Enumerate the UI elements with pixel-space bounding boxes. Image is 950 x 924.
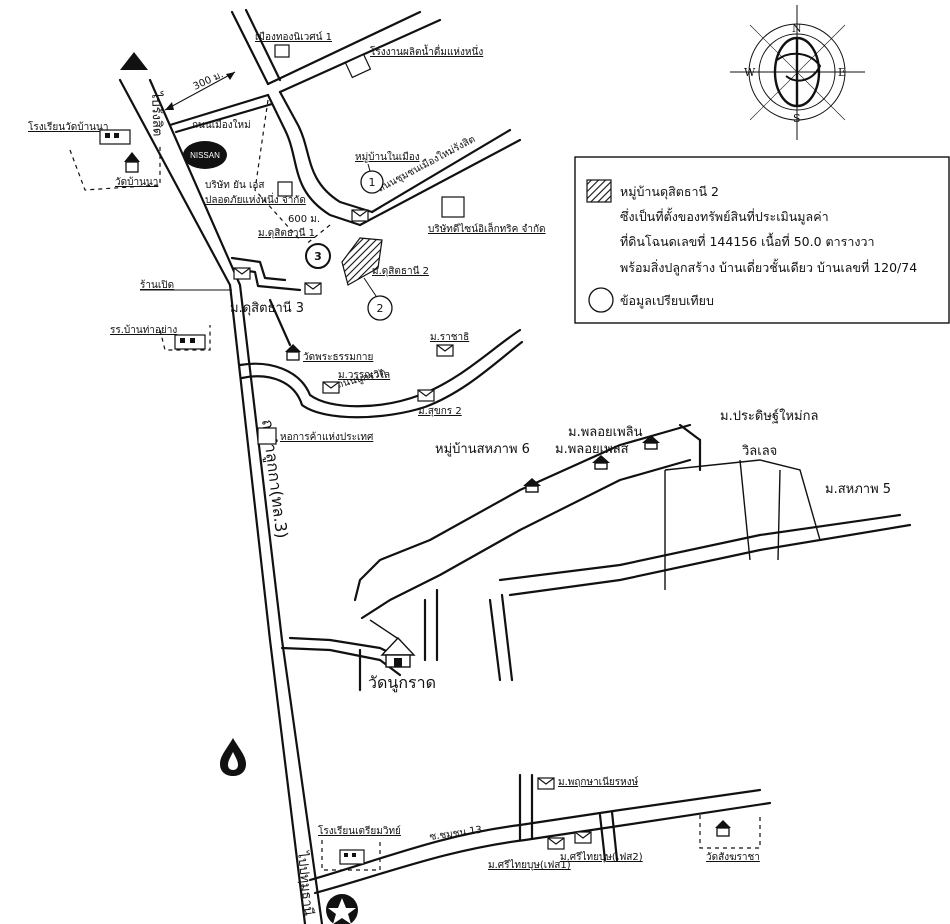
place-temple-hanot: วัดนูกราด bbox=[368, 673, 436, 693]
legend-box: หมู่บ้านดุสิตธานี 2 ซึ่งเป็นที่ตั้งของทร… bbox=[574, 156, 950, 324]
place-temple-bottom: วัดสังฆราชา bbox=[706, 852, 760, 863]
north-arrow-road bbox=[120, 52, 148, 70]
road-label-inner: ถนนเมืองใหม่ bbox=[192, 119, 251, 131]
roads-middle bbox=[230, 256, 524, 419]
roads-bottom bbox=[308, 773, 772, 895]
company2-icon bbox=[441, 196, 465, 218]
envelope-icon bbox=[547, 837, 565, 850]
place-m-rachi: ม.ราชาธิ bbox=[430, 332, 469, 343]
envelope-icon bbox=[417, 389, 435, 402]
school-tha-icon bbox=[159, 325, 211, 351]
envelope-icon bbox=[304, 282, 322, 295]
market-icon bbox=[257, 427, 277, 445]
place-village-label: หมู่บ้านในเมือง bbox=[355, 151, 420, 163]
marker-2[interactable]: 2 bbox=[363, 277, 393, 321]
road-label-rangsit: ไปรังสิต bbox=[148, 91, 166, 137]
place-village-sahapap6: หมู่บ้านสหภาพ 6 bbox=[435, 442, 530, 457]
envelope-icon bbox=[351, 209, 369, 222]
place-m-sri1: ม.ศรีไทยบุษ(เฟส1) bbox=[488, 859, 571, 871]
legend-line3: ที่ดินโฉนดเลขที่ 144156 เนื้อที่ 50.0 ตา… bbox=[620, 232, 875, 249]
place-school-top: โรงเรียนวัดบ้านนา bbox=[28, 120, 108, 133]
marker-2-label: 2 bbox=[377, 302, 384, 315]
temple-bannana-icon bbox=[124, 152, 140, 173]
temple-hanot-icon bbox=[380, 636, 416, 668]
envelope-icon bbox=[537, 777, 555, 790]
highway-lamlukka bbox=[118, 78, 324, 924]
marker-3-label: 3 bbox=[314, 250, 322, 263]
place-factory-top: โรงงานผลิตน้ำดื่มแห่งหนึ่ง bbox=[370, 44, 483, 58]
roads-southeast bbox=[280, 423, 912, 692]
building-top-icon bbox=[274, 44, 290, 58]
place-m-prueksa: ม.พฤกษาเนียรหงษ์ bbox=[558, 776, 639, 788]
legend-circle-swatch bbox=[588, 287, 614, 313]
school-bottom-icon bbox=[321, 840, 381, 871]
place-temple-bannana: วัดบ้านนา bbox=[115, 176, 158, 188]
nissan-logo: NISSAN bbox=[183, 141, 227, 169]
place-company2: บริษัทดีไซน์อิเล็กทริค จำกัด bbox=[428, 221, 546, 235]
distance-300: 300 ม. bbox=[164, 69, 236, 111]
distance-300-label: 300 ม. bbox=[192, 69, 226, 93]
place-m-dusit1: ม.ดุสิตธานี 1 bbox=[258, 227, 315, 239]
company1-icon bbox=[277, 181, 293, 197]
legend-line2: ซึ่งเป็นที่ตั้งของทรัพย์สินที่ประเมินมูล… bbox=[620, 207, 829, 225]
place-m-ploy1: ม.พลอยเพลิน bbox=[568, 425, 643, 440]
place-school-tha: รร.บ้านท่าอย่าง bbox=[110, 324, 177, 336]
compass-n: N bbox=[792, 22, 802, 35]
subject-property[interactable] bbox=[341, 237, 383, 286]
road-label-soi13: ซ.ชุมชน 13 bbox=[429, 825, 483, 843]
place-m-sahapap5: ม.สหภาพ 5 bbox=[825, 482, 891, 497]
place-temple-mid: วัดพระธรรมกาย bbox=[303, 352, 373, 363]
envelope-icon bbox=[233, 267, 251, 280]
place-company1: บริษัท ยัน เอส bbox=[205, 180, 264, 191]
legend-line4: พร้อมสิ่งปลูกสร้าง บ้านเดี่ยวชั้นเดียว บ… bbox=[620, 258, 917, 276]
legend-line1: หมู่บ้านดุสิตธานี 2 bbox=[620, 184, 719, 200]
place-m-pradit: ม.ประดิษฐ์ใหม่กล bbox=[720, 408, 818, 424]
road-label-pathum: ไปปทุมธานี bbox=[294, 850, 317, 917]
marker-1[interactable]: 1 bbox=[360, 163, 384, 194]
place-shop: ร้านเปิด bbox=[140, 279, 174, 291]
envelope-icon bbox=[436, 344, 454, 357]
house-icon bbox=[522, 477, 542, 493]
legend-line5: ข้อมูลเปรียบเทียบ bbox=[620, 293, 714, 309]
envelope-icon bbox=[574, 831, 592, 844]
gas-station-icon bbox=[220, 738, 246, 776]
emblem-icon bbox=[326, 894, 358, 924]
place-m-ploy2: ม.พลอยเพลส bbox=[555, 442, 629, 457]
temple-mid-icon bbox=[285, 344, 301, 361]
place-m-sukhon: ม.สุขกร 2 bbox=[418, 406, 462, 417]
school-top-icon bbox=[69, 129, 161, 191]
place-village-lbl: วิลเลจ bbox=[741, 444, 777, 459]
marker-1-label: 1 bbox=[369, 176, 376, 189]
distance-600-label: 600 ม. bbox=[288, 214, 320, 225]
envelope-icon bbox=[322, 381, 340, 394]
place-m-sri2: ม.ศรีไทยบุษ(เฟส2) bbox=[560, 851, 643, 863]
place-market: หอการค้าแห่งประเทศ bbox=[280, 431, 374, 443]
compass-e: E bbox=[838, 66, 846, 79]
nissan-logo-text: NISSAN bbox=[190, 151, 220, 160]
roads-top bbox=[168, 8, 522, 246]
factory-top-icon bbox=[344, 53, 372, 79]
road-label-soi: ถนนชุมชนเมืองใหม่รังสิต bbox=[376, 133, 477, 195]
place-m-dusit2: ม.ดุสิตธานี 2 bbox=[372, 265, 429, 277]
place-school-bottom: โรงเรียนเตรียมวิทย์ bbox=[318, 824, 401, 837]
temple-bottom-icon bbox=[699, 815, 761, 849]
compass-rose: N S E W bbox=[730, 5, 865, 140]
compass-s: S bbox=[793, 112, 801, 125]
marker-3[interactable]: 3 bbox=[305, 243, 331, 269]
legend-hatch-swatch bbox=[586, 179, 612, 203]
place-m-wanna: ม.วรรณวิไล bbox=[338, 369, 390, 381]
compass-w: W bbox=[744, 66, 756, 79]
place-building-top: เมืองทองนิเวศน์ 1 bbox=[255, 31, 332, 43]
place-m-dusit3: ม.ดุสิตธานี 3 bbox=[230, 300, 304, 316]
